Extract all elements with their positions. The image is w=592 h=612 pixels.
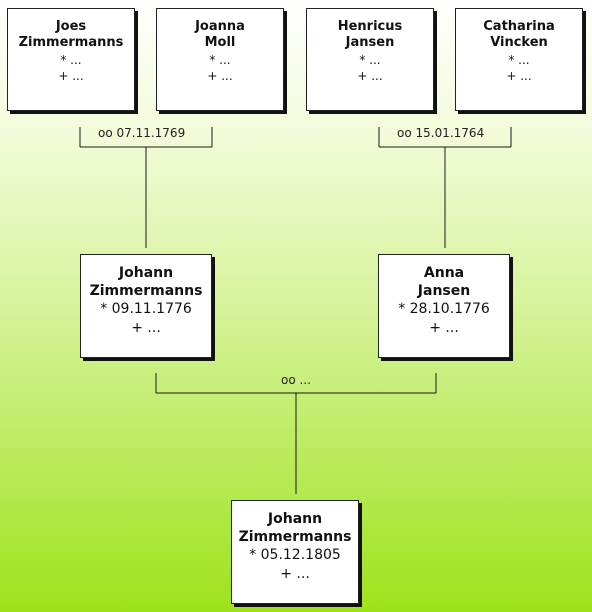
person-last-name: Vincken: [490, 35, 548, 51]
person-first-name: Johann: [267, 511, 323, 527]
person-box-joes-zimmermanns[interactable]: Joes Zimmermanns * ... + ...: [7, 8, 135, 111]
person-death: + ...: [131, 319, 161, 336]
person-birth: * 05.12.1805: [249, 547, 341, 563]
person-box-henricus-jansen[interactable]: Henricus Jansen * ... + ...: [306, 8, 434, 111]
marriage-label-parents: oo ...: [281, 373, 311, 387]
person-last-name: Moll: [204, 35, 236, 51]
person-birth: * ...: [60, 52, 82, 67]
person-birth: * ...: [209, 52, 231, 67]
person-box-joanna-moll[interactable]: Joanna Moll * ... + ...: [156, 8, 284, 111]
person-last-name: Zimmermanns: [18, 35, 124, 51]
person-death: + ...: [429, 319, 459, 336]
person-birth: * ...: [508, 52, 530, 67]
person-box-johann-zimmermanns-father[interactable]: Johann Zimmermanns * 09.11.1776 + ...: [80, 254, 212, 358]
person-death: + ...: [280, 565, 310, 582]
person-first-name: Henricus: [337, 19, 403, 34]
person-last-name: Zimmermanns: [89, 282, 203, 299]
person-box-catharina-vincken[interactable]: Catharina Vincken * ... + ...: [455, 8, 583, 111]
person-first-name: Joes: [55, 19, 87, 34]
person-first-name: Johann: [118, 265, 174, 281]
person-death: + ...: [506, 68, 532, 83]
marriage-label-left: oo 07.11.1769: [98, 126, 186, 140]
person-last-name: Jansen: [345, 35, 395, 51]
person-death: + ...: [58, 68, 84, 83]
person-death: + ...: [207, 68, 233, 83]
marriage-label-right: oo 15.01.1764: [397, 126, 485, 140]
person-birth: * ...: [359, 52, 381, 67]
person-box-anna-jansen[interactable]: Anna Jansen * 28.10.1776 + ...: [378, 254, 510, 358]
person-first-name: Catharina: [483, 19, 555, 34]
person-box-johann-zimmermanns-child[interactable]: Johann Zimmermanns * 05.12.1805 + ...: [231, 500, 359, 604]
person-death: + ...: [357, 68, 383, 83]
person-birth: * 09.11.1776: [100, 301, 192, 317]
person-birth: * 28.10.1776: [398, 301, 490, 317]
person-last-name: Zimmermanns: [238, 528, 352, 545]
person-first-name: Anna: [423, 265, 465, 281]
person-first-name: Joanna: [195, 19, 245, 34]
person-last-name: Jansen: [417, 282, 471, 299]
